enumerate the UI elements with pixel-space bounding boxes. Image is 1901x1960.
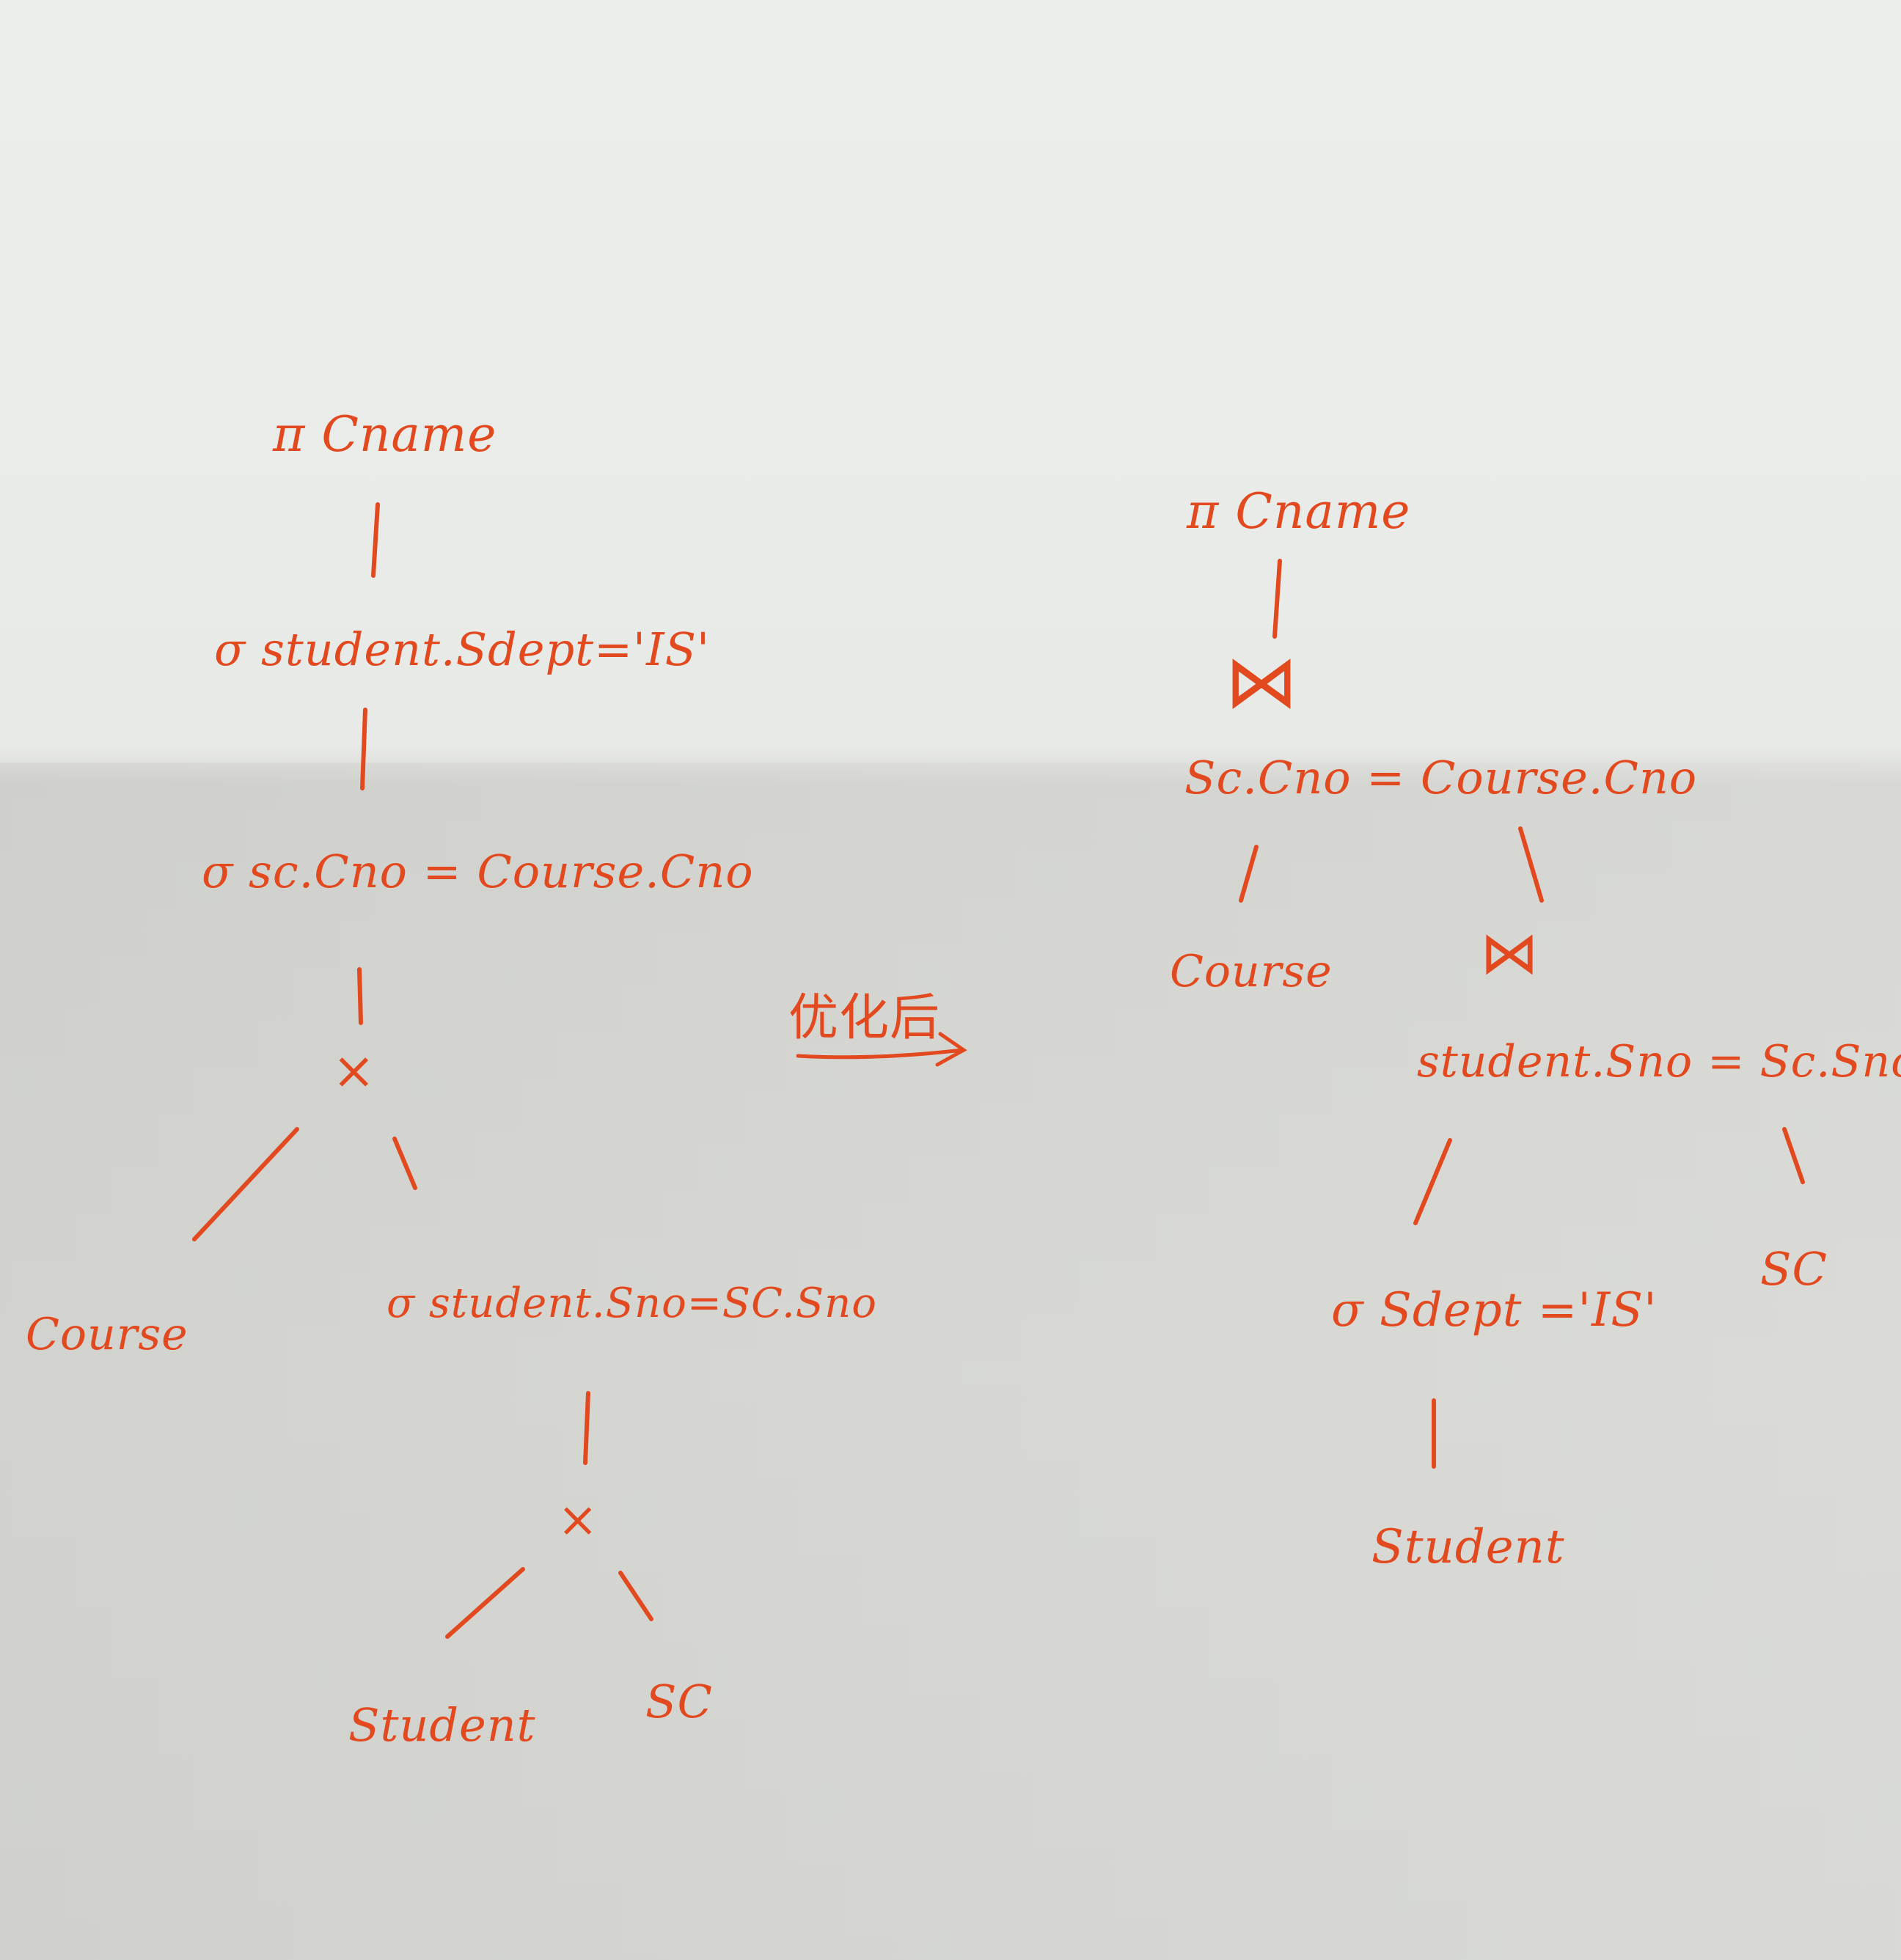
right-join-bottom: ⋈: [1480, 919, 1539, 987]
right-project-label: π Cname: [1187, 483, 1411, 540]
left-edge-select-select: [360, 708, 367, 790]
left-project-label: π Cname: [273, 406, 497, 463]
right-select-dept-label: σ Sdept ='IS': [1331, 1283, 1658, 1337]
left-edge-select-product2: [583, 1391, 590, 1465]
left-edge-select-product: [357, 967, 363, 1025]
right-join-top: ⋈: [1225, 639, 1299, 724]
arrow-label: 优化后: [788, 989, 941, 1047]
right-edge-join-join: [1518, 826, 1544, 903]
left-edge-project-select: [371, 502, 380, 578]
left-select-cno-label: σ sc.Cno = Course.Cno: [202, 845, 754, 898]
left-product-bottom: ×: [557, 1491, 599, 1548]
right-join-top-cond: Sc.Cno = Course.Cno: [1184, 751, 1698, 804]
left-select-sno-label: σ student.Sno=SC.Sno: [387, 1280, 877, 1327]
left-select-dept-label: σ student.Sdept='IS': [214, 623, 711, 676]
left-sc-label: SC: [645, 1675, 713, 1728]
left-edge-product-course: [192, 1127, 299, 1241]
right-edge-join-course: [1239, 845, 1259, 903]
right-student-label: Student: [1371, 1520, 1565, 1574]
right-sc-label: SC: [1760, 1242, 1828, 1296]
arrow-shaft: [796, 1048, 964, 1060]
left-edge-product2-student: [445, 1567, 525, 1639]
right-course-label: Course: [1170, 946, 1333, 997]
right-edge-join-sc: [1782, 1127, 1805, 1184]
shadow-area: [0, 763, 1901, 1960]
arrow-head: [935, 1032, 967, 1067]
left-edge-product2-sc: [618, 1571, 653, 1621]
left-edge-product-select: [392, 1137, 417, 1190]
left-student-label: Student: [348, 1698, 536, 1752]
right-join-bottom-cond: student.Sno = Sc.Sno: [1417, 1036, 1901, 1087]
left-course-label: Course: [26, 1309, 188, 1360]
left-product-top: ×: [332, 1040, 376, 1101]
right-edge-project-join: [1272, 559, 1282, 639]
right-edge-join-select: [1413, 1138, 1452, 1225]
